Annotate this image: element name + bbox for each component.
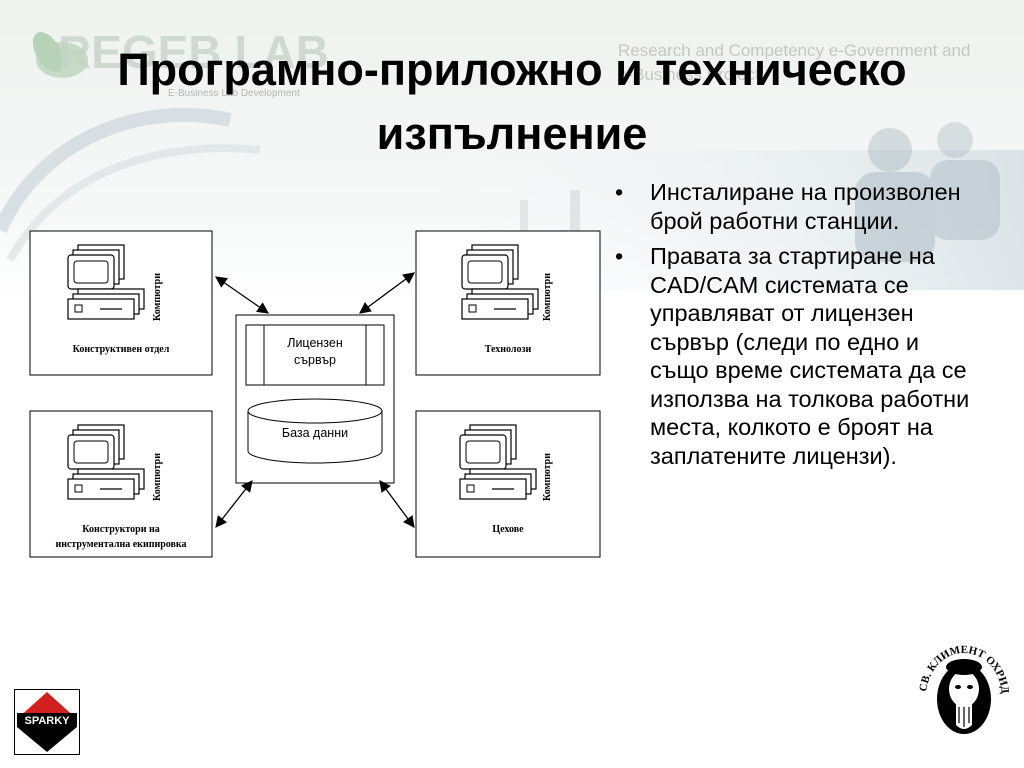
node-vertical-label: Компютри	[152, 273, 163, 321]
leaf-logo-icon	[32, 32, 88, 78]
server-label-line1: Лицензен	[287, 336, 343, 350]
banner-right-text-2: e-Business Project	[618, 65, 760, 84]
node-license-server: Лицензен сървър База данни	[235, 314, 395, 484]
slide-title-line1: Програмно-приложно и техническо	[117, 44, 907, 95]
node-label: Цехове	[492, 524, 524, 535]
node-label-line2: инструментална екипировка	[55, 539, 186, 550]
node-vertical-label: Компютри	[152, 453, 163, 501]
database-label: База данни	[282, 426, 348, 440]
banner-logo-text: REGEB LAB	[58, 26, 329, 78]
banner-logo-subtext: E-Business Lab Development	[168, 88, 300, 99]
edge-tooling-server	[215, 480, 253, 528]
node-label: Конструктивен отдел	[73, 344, 170, 355]
bullet-item: Инсталиране на произволен брой работни с…	[612, 178, 982, 235]
node-vertical-label: Компютри	[542, 453, 553, 501]
node-technologists: Компютри Технолози	[415, 230, 601, 376]
sparky-logo-icon: SPARKY	[14, 689, 80, 755]
bullet-list: Инсталиране на произволен брой работни с…	[612, 178, 982, 477]
svg-text:SPARKY: SPARKY	[24, 715, 70, 727]
slide-title: Програмно-приложно и техническо изпълнен…	[20, 38, 1004, 166]
bullet-item: Правата за стартиране на CAD/CAM система…	[612, 242, 982, 470]
node-tooling-designers: Компютри Конструктори на инструментална …	[29, 410, 213, 558]
server-label-line2: сървър	[294, 353, 336, 367]
edge-shops-server	[379, 480, 415, 528]
node-design-department: Компютри Конструктивен отдел	[29, 230, 213, 376]
slide-title-line2: изпълнение	[376, 108, 648, 159]
banner-right-text-1: Research and Competency e-Government and	[618, 41, 970, 60]
edge-tech-server	[359, 272, 415, 314]
edge-design-server	[215, 276, 269, 314]
university-seal-icon: СВ. КЛИМЕНТ ОХРИДСКИ	[918, 633, 1010, 734]
node-shops: Компютри Цехове	[415, 410, 601, 558]
network-diagram: Компютри Конструктивен отдел Компютри Те…	[29, 230, 601, 558]
node-label-line1: Конструктори на	[82, 524, 160, 535]
database-cylinder-icon	[247, 398, 383, 464]
node-vertical-label: Компютри	[542, 273, 553, 321]
node-label: Технолози	[485, 344, 532, 355]
